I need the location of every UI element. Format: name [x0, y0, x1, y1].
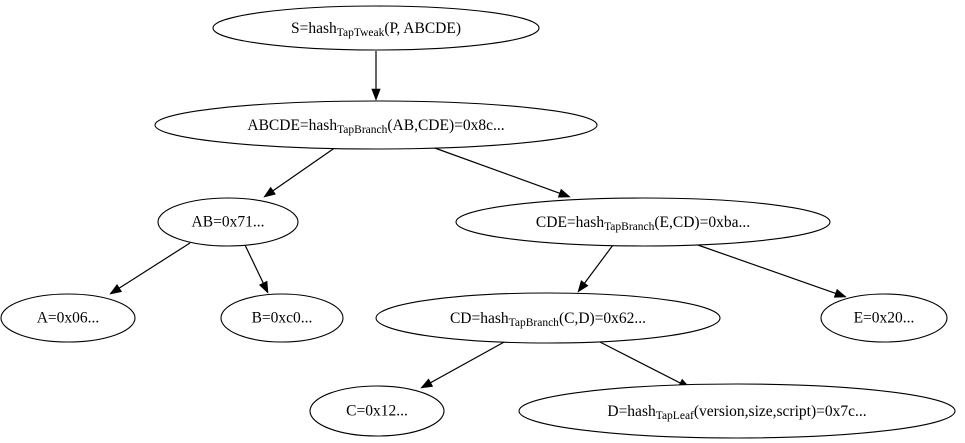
edge-cd-to-d: [597, 340, 691, 389]
node-c-ellipse: [309, 385, 445, 437]
node-ab-label: AB=0x71...: [192, 214, 265, 231]
edge-cde-to-e: [694, 243, 847, 298]
edge-abcde-to-cde-arrowhead-icon: [557, 188, 571, 198]
node-b-ellipse: [220, 293, 344, 343]
node-abcde-tapbranch-label: ABCDE=hashTapBranch(AB,CDE)=0x8c...: [247, 117, 504, 136]
node-abcde-tapbranch[interactable]: ABCDE=hashTapBranch(AB,CDE)=0x8c...: [154, 100, 598, 150]
edge-cd-to-c: [420, 340, 507, 389]
edge-abcde-to-cde: [431, 146, 571, 198]
edge-abcde-to-ab-arrowhead-icon: [263, 186, 276, 198]
node-s-taptweak-label: S=hashTapTweak(P, ABCDE): [291, 20, 461, 39]
node-e-label: E=0x20...: [854, 310, 915, 327]
node-d-tapleaf-label: D=hashTapLeaf(version,size,script)=0x7c.…: [607, 403, 866, 422]
edge-cde-to-cd-arrowhead-icon: [577, 280, 589, 293]
node-d-tapleaf-ellipse: [518, 383, 956, 439]
edge-cd-to-d-line: [597, 340, 683, 385]
edge-cde-to-cd: [577, 244, 614, 293]
node-cd-tapbranch-ellipse: [375, 292, 721, 344]
node-c[interactable]: C=0x12...: [309, 385, 445, 437]
node-e-ellipse: [820, 293, 948, 343]
edge-ab-to-a-line: [117, 242, 191, 290]
node-ab-ellipse: [157, 197, 299, 247]
edge-ab-to-b: [244, 244, 269, 294]
edge-cde-to-cd-line: [582, 244, 614, 286]
node-a[interactable]: A=0x06...: [0, 293, 136, 343]
edge-abcde-to-ab: [263, 146, 337, 198]
node-cde-tapbranch-ellipse: [455, 197, 831, 247]
edge-cd-to-c-arrowhead-icon: [420, 378, 434, 389]
edge-abcde-to-cde-line: [431, 146, 562, 195]
edge-ab-to-b-line: [244, 244, 265, 286]
edge-cd-to-c-line: [428, 340, 507, 385]
node-s-taptweak-ellipse: [212, 5, 540, 51]
edge-abcde-to-ab-line: [271, 146, 337, 193]
edge-cde-to-e-arrowhead-icon: [833, 288, 847, 298]
node-e[interactable]: E=0x20...: [820, 293, 948, 343]
edges-layer: [109, 51, 847, 389]
node-b-label: B=0xc0...: [252, 310, 313, 327]
node-ab[interactable]: AB=0x71...: [157, 197, 299, 247]
nodes-layer: S=hashTapTweak(P, ABCDE) ABCDE=hashTapBra…: [0, 5, 956, 439]
node-cd-tapbranch-label: CD=hashTapBranch(C,D)=0x62...: [450, 310, 646, 329]
node-a-label: A=0x06...: [37, 310, 100, 327]
node-b[interactable]: B=0xc0...: [220, 293, 344, 343]
node-a-ellipse: [0, 293, 136, 343]
node-cde-tapbranch[interactable]: CDE=hashTapBranch(E,CD)=0xba...: [455, 197, 831, 247]
node-abcde-tapbranch-ellipse: [154, 100, 598, 150]
edge-s-to-abcde: [371, 51, 381, 101]
edge-ab-to-b-arrowhead-icon: [258, 280, 269, 294]
edge-s-to-abcde-arrowhead-icon: [371, 88, 381, 101]
node-d-tapleaf[interactable]: D=hashTapLeaf(version,size,script)=0x7c.…: [518, 383, 956, 439]
edge-cde-to-e-line: [694, 243, 838, 295]
node-cd-tapbranch[interactable]: CD=hashTapBranch(C,D)=0x62...: [375, 292, 721, 344]
edge-ab-to-a-arrowhead-icon: [109, 284, 123, 295]
node-c-label: C=0x12...: [346, 403, 408, 420]
node-s-taptweak[interactable]: S=hashTapTweak(P, ABCDE): [212, 5, 540, 51]
edge-ab-to-a: [109, 242, 191, 295]
node-cde-tapbranch-label: CDE=hashTapBranch(E,CD)=0xba...: [536, 214, 750, 233]
